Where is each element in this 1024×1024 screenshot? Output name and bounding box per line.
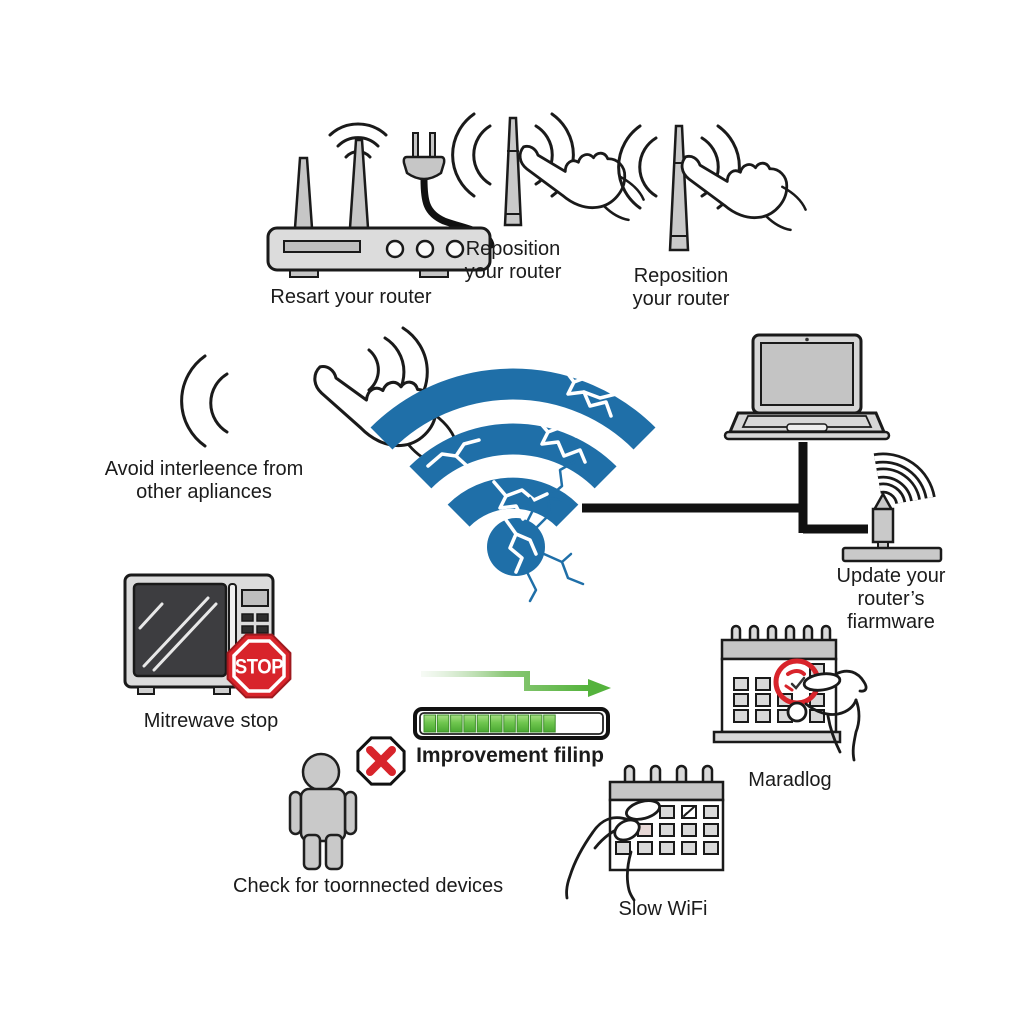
antenna-icon bbox=[668, 124, 690, 252]
reposition-router-item-a: Reposition your router bbox=[438, 88, 645, 293]
antenna-base bbox=[841, 546, 943, 563]
cracked-wifi-icon bbox=[370, 364, 656, 603]
reposition-caption-b: Reposition your router bbox=[632, 265, 730, 310]
interference-item: Avoid interleence from other apliances bbox=[85, 326, 458, 513]
microwave-icon bbox=[123, 573, 275, 695]
microwave-stop-group: STOP bbox=[123, 573, 292, 699]
window-highlight bbox=[138, 596, 218, 672]
holding-hand-icon bbox=[565, 799, 661, 902]
router-body bbox=[266, 226, 492, 272]
person-arm bbox=[343, 790, 358, 836]
calendar-marking-group bbox=[712, 624, 868, 762]
power-plug-icon bbox=[402, 155, 446, 181]
person-icon bbox=[288, 752, 358, 871]
slow-wifi-item: Slow WiFi bbox=[543, 748, 743, 928]
progress-group bbox=[413, 671, 611, 740]
router-led bbox=[385, 239, 405, 259]
laptop-camera-dot bbox=[805, 337, 809, 342]
check-scribble bbox=[790, 676, 806, 690]
plug-prong bbox=[429, 132, 436, 158]
router-vent-slot bbox=[283, 240, 361, 253]
reposition-router-item-b: Reposition your router bbox=[606, 108, 807, 320]
improvement-arrow-head bbox=[588, 679, 611, 697]
calendar-base-bar bbox=[712, 730, 842, 744]
router-led bbox=[445, 239, 465, 259]
person-leg bbox=[302, 833, 322, 871]
router-antenna-left bbox=[293, 156, 314, 230]
antenna-tap-icon bbox=[451, 112, 645, 227]
restart-router-item: Resart your router bbox=[248, 115, 512, 315]
stop-sign: STOP bbox=[226, 633, 292, 699]
improvement-caption: Improvement filinp bbox=[416, 744, 604, 767]
pen-mark-icon bbox=[683, 806, 695, 817]
marking-hand-icon bbox=[786, 669, 868, 762]
connected-devices-item: Check for toornnected devices bbox=[233, 723, 504, 905]
person-arm bbox=[288, 790, 303, 836]
person-leg bbox=[324, 833, 344, 871]
improvement-arrow-line bbox=[421, 671, 589, 691]
antenna-tap-icon bbox=[617, 124, 807, 252]
update-firmware-caption: Update your router’s fiarmware bbox=[836, 565, 946, 633]
finger-over-calendar bbox=[625, 799, 661, 821]
router-led bbox=[415, 239, 435, 259]
connector-line bbox=[582, 442, 868, 534]
plug-prong bbox=[412, 132, 419, 158]
calendar-header bbox=[720, 638, 838, 661]
slow-wifi-caption: Slow WiFi bbox=[618, 898, 708, 920]
microwave-display bbox=[241, 589, 269, 607]
laptop-touchpad bbox=[786, 423, 828, 432]
firmware-antenna-icon bbox=[841, 452, 943, 563]
crack-lines-white bbox=[426, 364, 633, 574]
person-warning-group bbox=[288, 736, 406, 871]
stop-sign-label: STOP bbox=[235, 655, 283, 678]
router-with-plug-icon bbox=[266, 122, 495, 278]
laptop-connection-group bbox=[582, 333, 943, 563]
restart-caption: Resart your router bbox=[270, 286, 432, 308]
reposition-caption-a: Reposition your router bbox=[464, 238, 562, 283]
cracked-wifi-item bbox=[370, 358, 656, 603]
microwave-foot bbox=[137, 686, 155, 695]
thumb-over-calendar bbox=[613, 818, 641, 842]
antenna-waves-fill bbox=[874, 455, 933, 504]
improvement-item: Improvement filinp bbox=[405, 658, 623, 778]
laptop-icon bbox=[723, 333, 891, 441]
devices-caption: Check for toornnected devices bbox=[233, 875, 504, 897]
progress-segments bbox=[423, 714, 556, 733]
person-torso bbox=[299, 787, 347, 843]
pointing-finger bbox=[802, 672, 842, 692]
calendar-caption: Maradlog bbox=[748, 769, 832, 791]
thumb-tip bbox=[786, 701, 808, 723]
x-mark-icon bbox=[366, 746, 396, 776]
no-devices-sign bbox=[356, 736, 406, 786]
progress-bar bbox=[413, 707, 610, 740]
calendar-circle-item: Maradlog bbox=[698, 612, 888, 802]
microwave-caption: Mitrewave stop bbox=[143, 710, 279, 732]
calendar-hand-group bbox=[565, 764, 725, 902]
microwave-item: STOP Mitrewave stop bbox=[110, 570, 315, 738]
calendar-day-squares bbox=[615, 805, 719, 855]
crack-lines-blue bbox=[526, 460, 585, 603]
wifi-dot bbox=[487, 518, 545, 576]
tap-hand-icon bbox=[518, 145, 645, 222]
interference-caption: Avoid interleence from other apliances bbox=[104, 458, 304, 503]
tap-hand-icon bbox=[680, 155, 807, 232]
microwave-foot bbox=[213, 686, 231, 695]
antenna-icon bbox=[503, 116, 523, 227]
update-firmware-item: Update your router’s fiarmware bbox=[573, 326, 973, 646]
